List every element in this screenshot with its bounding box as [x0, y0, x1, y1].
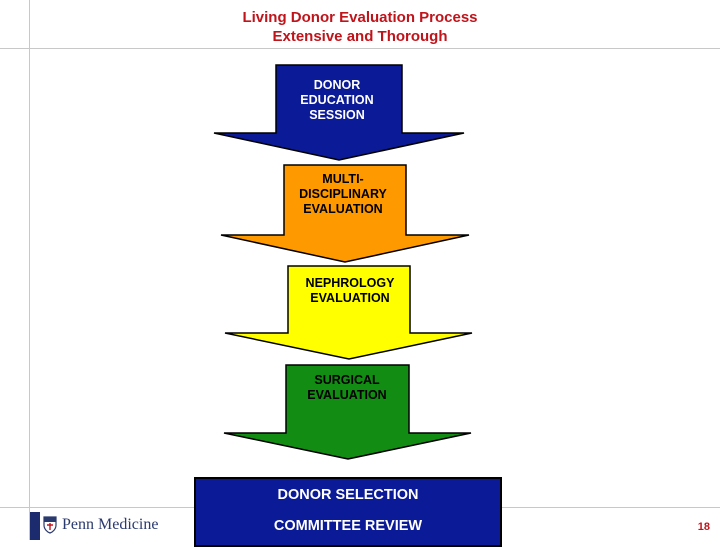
arrow-multidisciplinary: [220, 164, 470, 263]
step-label-multidisciplinary: MULTI- DISCIPLINARY EVALUATION: [299, 172, 387, 216]
page-number: 18: [697, 521, 710, 533]
step-label-surgical: SURGICAL EVALUATION: [307, 373, 387, 402]
title-line-1: Living Donor Evaluation Process: [242, 9, 478, 26]
final-box-line-2: COMMITTEE REVIEW: [273, 518, 423, 534]
title-line-2: Extensive and Thorough: [272, 28, 448, 45]
arrow-nephrology: [224, 265, 473, 360]
header-rule: [0, 48, 720, 49]
logo-wordmark: Penn Medicine: [62, 516, 159, 533]
logo-bar-icon: [30, 512, 40, 540]
shield-crest-icon: [43, 516, 57, 534]
slide-title: Living Donor Evaluation Process Extensiv…: [180, 8, 540, 46]
left-rule: [29, 0, 30, 540]
committee-review-box: DONOR SELECTION COMMITTEE REVIEW: [194, 477, 502, 547]
arrow-donor-education: [213, 64, 465, 161]
step-label-donor-education: DONOR EDUCATION SESSION: [300, 78, 374, 122]
final-box-line-1: DONOR SELECTION: [277, 487, 419, 503]
arrow-surgical: [223, 364, 472, 460]
step-label-nephrology: NEPHROLOGY EVALUATION: [305, 276, 395, 305]
